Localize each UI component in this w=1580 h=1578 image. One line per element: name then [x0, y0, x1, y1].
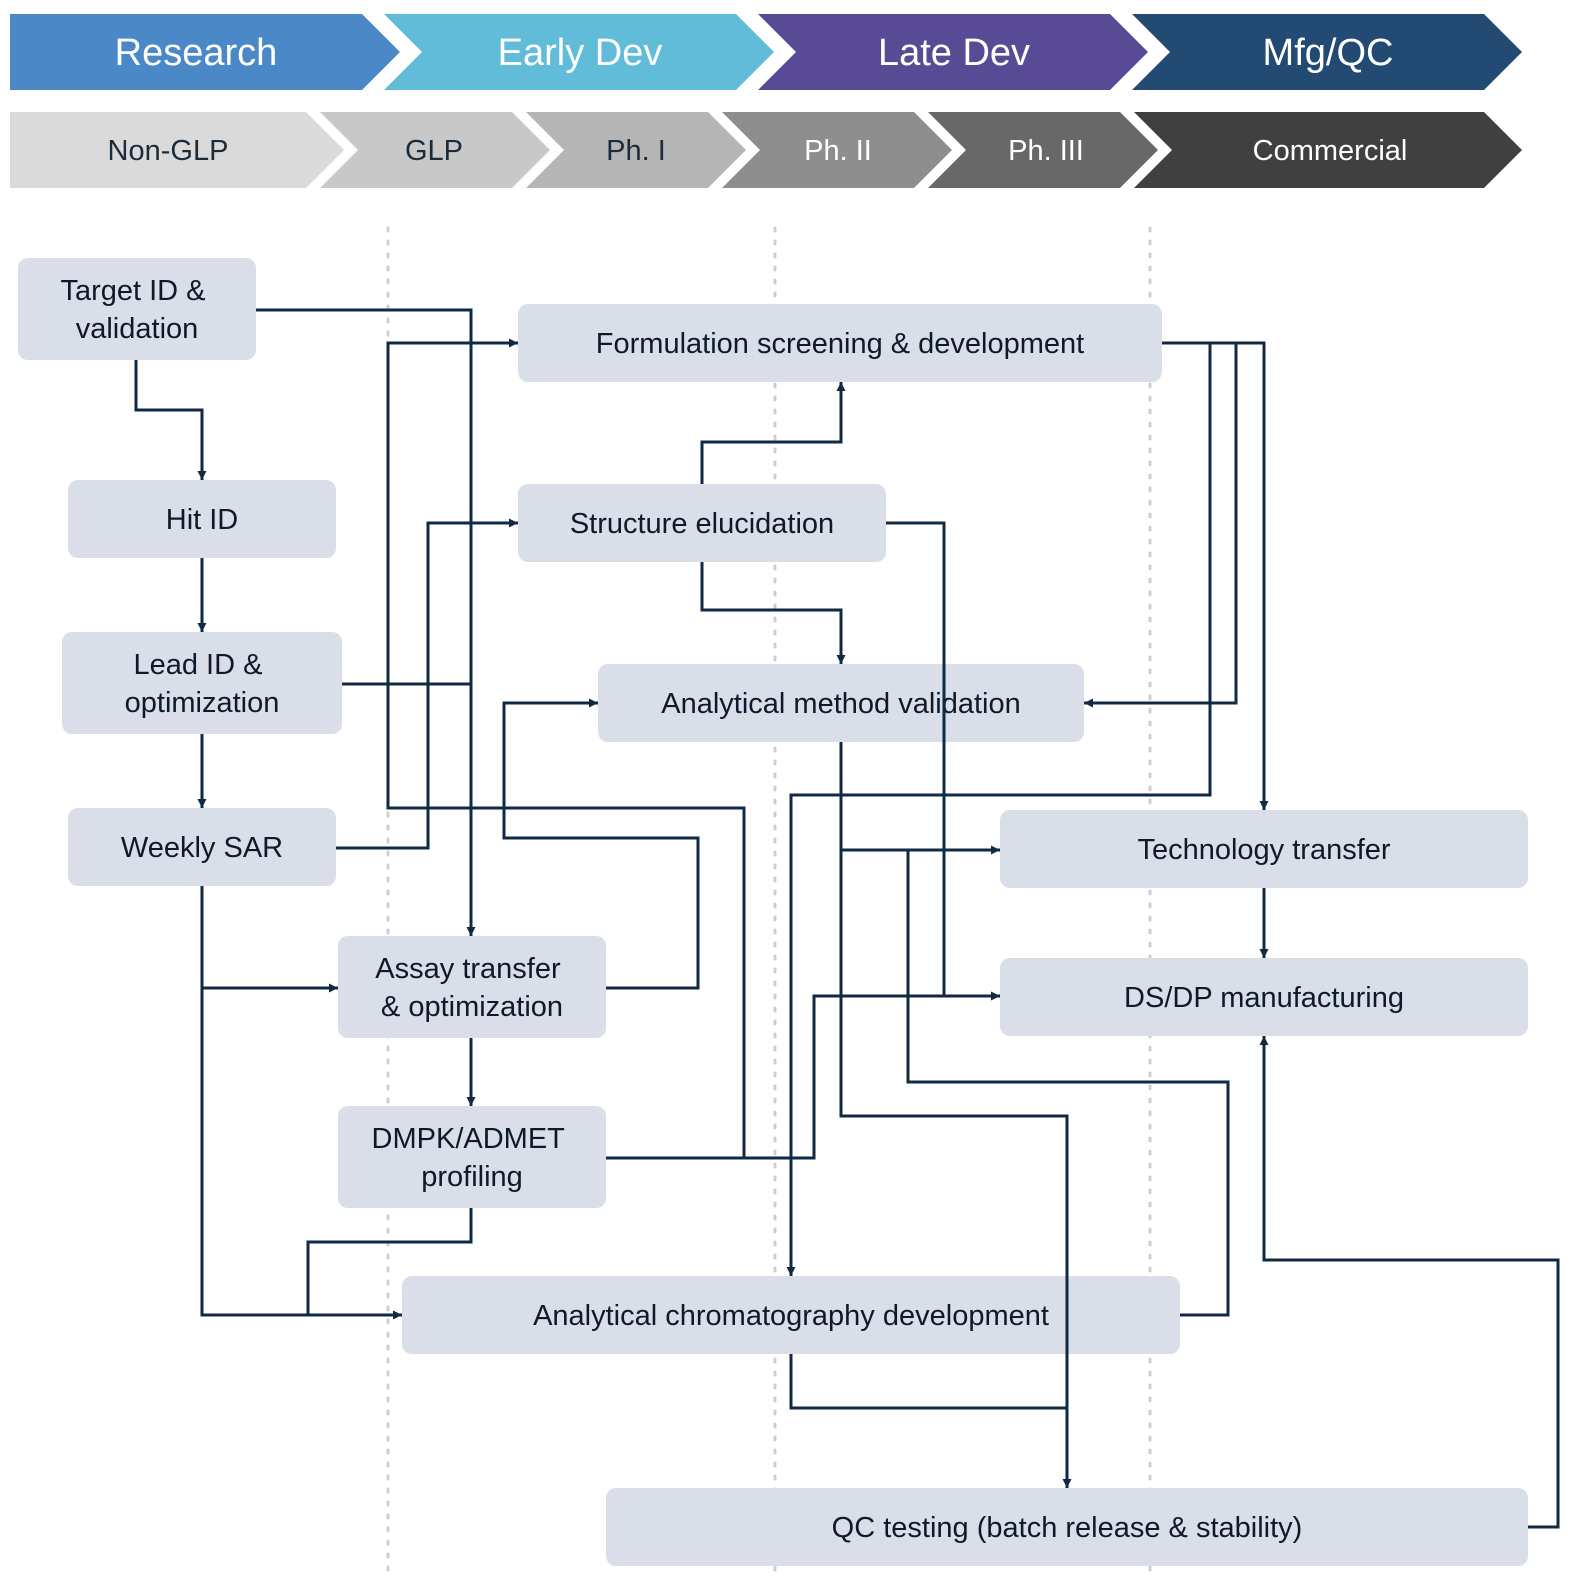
node-assay-label: Assay transfer & optimization — [375, 953, 568, 1023]
node-qc-label: QC testing (batch release & stability) — [832, 1512, 1303, 1544]
phase-dividers — [386, 226, 1152, 1578]
node-chromatography-box — [402, 1276, 1180, 1354]
node-weekly-sar-label: Weekly SAR — [121, 832, 283, 864]
connector-dmpk-to-chromatography — [306, 1208, 473, 1315]
node-dmpk-box — [338, 1106, 606, 1208]
connector-formulation-to-chromatography — [786, 343, 1212, 1276]
stage-commercial-shape — [1134, 112, 1522, 188]
phase-mfg-qc-label: Mfg/QC — [1263, 32, 1394, 74]
stage-glp-label: GLP — [405, 135, 463, 167]
stage-ph-3-label: Ph. III — [1008, 135, 1084, 167]
stage-commercial-label: Commercial — [1253, 135, 1408, 167]
phase-research-shape — [10, 14, 400, 90]
node-weekly-sar: Weekly SAR — [68, 808, 336, 886]
connector-dmpk-to-dsdp — [744, 991, 1000, 1160]
phase-mfg-qc: Mfg/QC — [1132, 14, 1522, 90]
connector-formulation-to-tech — [1162, 341, 1269, 810]
connector-assay-to-method — [502, 698, 700, 990]
phase-mfg-qc-shape — [1132, 14, 1522, 90]
node-dmpk-label: DMPK/ADMET profiling — [372, 1123, 573, 1193]
node-assay: Assay transfer & optimization — [338, 936, 606, 1038]
stage-ph-3-shape — [928, 112, 1158, 188]
connector-qc-to-dsdp — [1259, 1036, 1560, 1529]
node-tech-transfer: Technology transfer — [1000, 810, 1528, 888]
node-tech-transfer-label: Technology transfer — [1137, 834, 1390, 866]
stage-ph-1-label: Ph. I — [606, 135, 666, 167]
node-structure-label: Structure elucidation — [570, 508, 834, 540]
node-chromatography-label: Analytical chromatography development — [533, 1300, 1049, 1332]
phase-early-dev: Early Dev — [384, 14, 774, 90]
stage-ph-1: Ph. I — [526, 112, 746, 188]
connector-sar-to-assay — [200, 886, 338, 993]
phase-research: Research — [10, 14, 400, 90]
connector-formulation-to-method — [1084, 343, 1238, 708]
nodes: Target ID & validation Hit ID Lead ID & … — [18, 258, 1528, 1566]
phase-bar: Research Early Dev Late Dev Mfg/QC — [10, 14, 1522, 90]
node-structure: Structure elucidation — [518, 484, 886, 562]
node-qc-box — [606, 1488, 1528, 1566]
stage-ph-3: Ph. III — [928, 112, 1158, 188]
node-dmpk: DMPK/ADMET profiling — [338, 1106, 606, 1208]
connector-sar-to-chromatography — [200, 988, 402, 1320]
stage-ph-2: Ph. II — [722, 112, 952, 188]
connector-target-to-assay — [256, 308, 476, 936]
connectors — [134, 308, 1560, 1529]
connector-structure-to-method — [700, 562, 846, 664]
node-lead-id-label: Lead ID & optimization — [125, 649, 280, 719]
node-formulation: Formulation screening & development — [518, 304, 1162, 382]
node-target-id-label: Target ID & validation — [60, 275, 213, 345]
stage-glp-shape — [320, 112, 550, 188]
phase-late-dev: Late Dev — [758, 14, 1148, 90]
node-hit-id: Hit ID — [68, 480, 336, 558]
node-target-id-box — [18, 258, 256, 360]
node-method-validation-box — [598, 664, 1084, 742]
node-qc: QC testing (batch release & stability) — [606, 1488, 1528, 1566]
stage-ph-1-shape — [526, 112, 746, 188]
stage-non-glp-label: Non-GLP — [108, 135, 229, 167]
connector-sar-to-structure — [336, 518, 518, 850]
node-structure-box — [518, 484, 886, 562]
node-dsdp-label: DS/DP manufacturing — [1124, 982, 1404, 1014]
node-lead-id-box — [62, 632, 342, 734]
stage-ph-2-label: Ph. II — [804, 135, 872, 167]
node-hit-id-label: Hit ID — [166, 504, 239, 536]
node-chromatography: Analytical chromatography development — [402, 1276, 1180, 1354]
phase-research-label: Research — [115, 32, 278, 74]
connector-method-to-qc — [839, 850, 1072, 1488]
stage-ph-2-shape — [722, 112, 952, 188]
stage-non-glp-shape — [10, 112, 344, 188]
node-dsdp: DS/DP manufacturing — [1000, 958, 1528, 1036]
phase-early-dev-label: Early Dev — [498, 32, 663, 74]
connector-target-to-hit — [134, 360, 207, 480]
stage-non-glp: Non-GLP — [10, 112, 344, 188]
connector-structure-to-formulation — [700, 382, 846, 484]
node-method-validation-label: Analytical method validation — [661, 688, 1020, 720]
stage-commercial: Commercial — [1134, 112, 1522, 188]
connector-dmpk-to-formulation — [386, 338, 746, 1160]
phase-late-dev-shape — [758, 14, 1148, 90]
connector-chromatography-to-qc — [789, 1354, 1067, 1410]
node-formulation-box — [518, 304, 1162, 382]
stage-glp: GLP — [320, 112, 550, 188]
phase-early-dev-shape — [384, 14, 774, 90]
node-weekly-sar-box — [68, 808, 336, 886]
node-target-id: Target ID & validation — [18, 258, 256, 360]
node-tech-transfer-box — [1000, 810, 1528, 888]
node-dsdp-box — [1000, 958, 1528, 1036]
node-hit-id-box — [68, 480, 336, 558]
node-formulation-label: Formulation screening & development — [596, 328, 1084, 360]
node-assay-box — [338, 936, 606, 1038]
connector-chromatography-to-tech — [906, 850, 1230, 1317]
node-lead-id: Lead ID & optimization — [62, 632, 342, 734]
connector-structure-to-dsdp — [886, 521, 946, 996]
stage-bar: Non-GLP GLP Ph. I Ph. II Ph. III Commerc… — [10, 112, 1522, 188]
node-method-validation: Analytical method validation — [598, 664, 1084, 742]
phase-late-dev-label: Late Dev — [878, 32, 1030, 74]
